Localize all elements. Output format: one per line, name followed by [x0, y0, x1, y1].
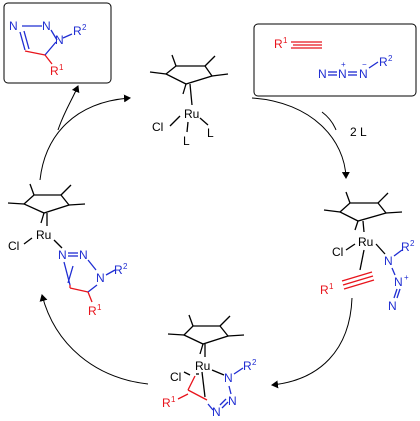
left-n-c: N — [96, 271, 105, 285]
product-r2-sup: 2 — [82, 23, 87, 32]
arrow-left-to-top — [39, 94, 131, 181]
bottom-ru: Ru — [195, 359, 210, 373]
cycle-arrows — [39, 85, 353, 389]
right-n-mid: N — [394, 275, 403, 289]
left-n-b: N — [79, 248, 88, 262]
top-l1: L — [183, 134, 190, 148]
azide-plus: + — [341, 60, 346, 69]
complex-ru-triazole: Ru Cl N N N R 2 R 1 — [7, 183, 128, 318]
left-r2-sup: 2 — [123, 262, 128, 271]
product-triazole: N N N R 2 R 1 — [3, 2, 112, 84]
complex-cp-ru-cl-l2: Ru Cl L L — [149, 54, 229, 148]
arrow-reagent-join — [321, 111, 337, 131]
product-r2: R — [73, 24, 82, 38]
complex-alkyne-azide-coordinated: Ru Cl N R 2 N + N R 1 — [320, 191, 415, 313]
top-cl: Cl — [152, 120, 163, 134]
bottom-r2: R — [243, 359, 252, 373]
arrow-product-release — [57, 85, 80, 131]
arrow-top-to-right — [251, 97, 350, 179]
left-cl: Cl — [8, 239, 19, 253]
bottom-n2: N — [228, 394, 237, 408]
alkyne-r1-sup: 1 — [283, 36, 288, 45]
top-ru: Ru — [184, 107, 199, 121]
azide-n2: N — [338, 67, 347, 81]
right-r2: R — [401, 240, 410, 254]
bottom-n3: N — [212, 405, 221, 419]
right-r2-sup: 2 — [410, 239, 415, 248]
bottom-n: N — [224, 371, 233, 385]
left-r1-sup: 1 — [97, 303, 102, 312]
left-n-a: N — [58, 248, 67, 262]
product-n3: N — [55, 33, 64, 47]
azide-r2-sup: 2 — [388, 54, 393, 63]
left-r2: R — [114, 263, 123, 277]
product-r1: R — [50, 64, 59, 78]
right-n-end: N — [388, 299, 397, 313]
right-r1-sup: 1 — [329, 282, 334, 291]
left-ru: Ru — [36, 228, 51, 242]
product-n1: N — [9, 19, 18, 33]
bottom-r1-sup: 1 — [171, 395, 176, 404]
bottom-cl: Cl — [170, 370, 181, 384]
right-r1: R — [320, 283, 329, 297]
ligand-loss-label: 2 L — [350, 125, 367, 139]
azide-r2: R — [379, 55, 388, 69]
product-n2: N — [42, 19, 51, 33]
alkyne-r1: R — [274, 37, 283, 51]
right-n: N — [384, 254, 393, 268]
product-box — [3, 2, 112, 84]
arrow-bottom-to-left — [39, 294, 149, 385]
product-r1-sup: 1 — [59, 63, 64, 72]
right-ru: Ru — [358, 235, 373, 249]
complex-ruthenacycle: Ru Cl N R 2 N N R 1 — [162, 314, 257, 419]
top-l2: L — [207, 126, 214, 140]
bottom-r1: R — [162, 396, 171, 410]
reagents-alkyne-azide: R 1 N N + N − R 2 — [253, 23, 417, 97]
azide-minus: − — [362, 60, 367, 69]
left-r1: R — [88, 304, 97, 318]
right-plus: + — [404, 273, 409, 282]
azide-n1: N — [318, 67, 327, 81]
bottom-r2-sup: 2 — [252, 358, 257, 367]
azide-n3: N — [359, 67, 368, 81]
arrow-right-to-bottom — [271, 297, 353, 389]
right-cl: Cl — [332, 245, 343, 259]
reagent-box — [253, 23, 417, 97]
